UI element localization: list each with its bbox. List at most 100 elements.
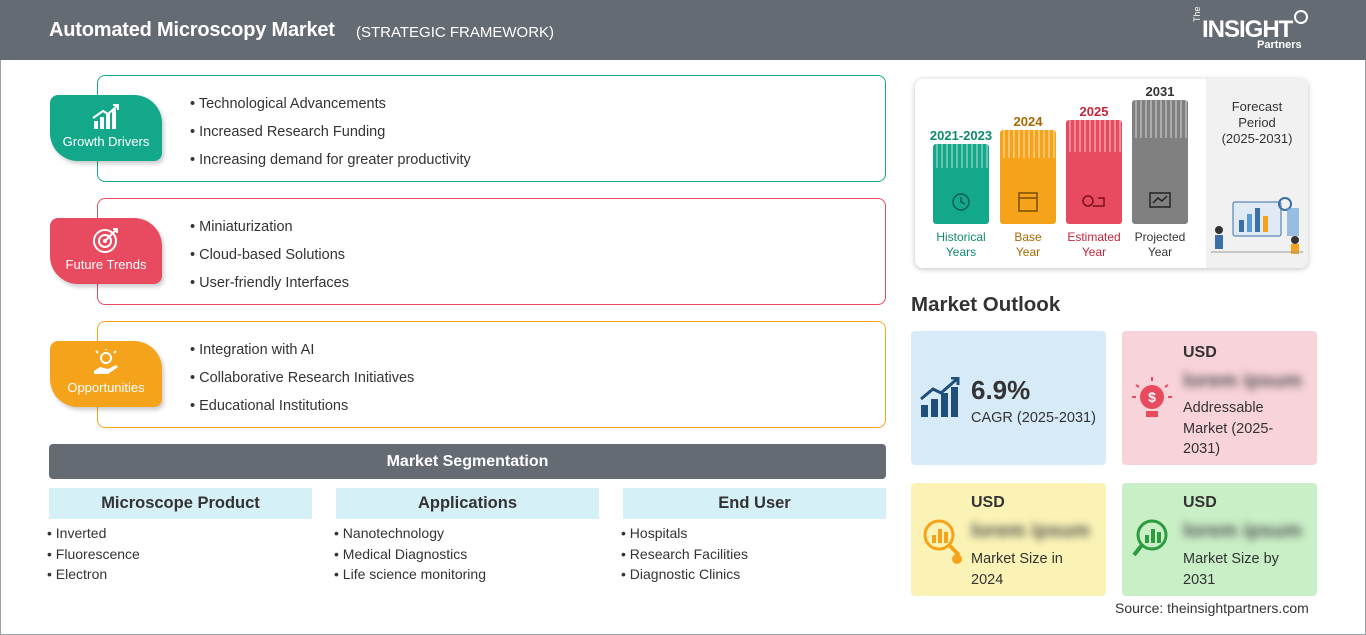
addressable-label: Addressable Market (2025- 2031): [1183, 398, 1273, 460]
growth-chart-icon: [92, 104, 119, 129]
list-item: Technological Advancements: [190, 96, 471, 124]
timeline-label-line: Historical: [936, 230, 986, 244]
segment-heading-applications: Applications: [336, 488, 599, 519]
list-item: Diagnostic Clinics: [621, 566, 748, 587]
list-item: Integration with AI: [190, 342, 414, 370]
timeline-label-line: Year: [1015, 245, 1041, 259]
timeline-bar-base: [1000, 130, 1056, 224]
segment-list-product: Inverted Fluorescence Electron: [47, 525, 140, 587]
size-2031-value: lorem ipsum: [1183, 520, 1302, 542]
timeline-year-base: 2024: [1013, 114, 1043, 129]
header-bar: Automated Microscopy Market (STRATEGIC F…: [0, 0, 1366, 60]
cagr-label: CAGR (2025-2031): [971, 410, 1096, 426]
timeline-label-line: Year: [1147, 245, 1173, 259]
future-trends-box: Miniaturization Cloud-based Solutions Us…: [97, 198, 886, 305]
timeline-label-line: Base: [1014, 230, 1042, 244]
list-item: Life science monitoring: [334, 566, 486, 587]
growth-chart-icon: [920, 377, 960, 417]
money-bulb-icon: $: [1132, 377, 1172, 417]
list-item: Miniaturization: [190, 219, 349, 247]
cagr-value: 6.9%: [971, 375, 1031, 405]
label-line: 2031): [1183, 441, 1221, 457]
list-item: Nanotechnology: [334, 525, 486, 546]
size-2024-label: Market Size in 2024: [971, 549, 1063, 590]
analytics-illustration-icon: [1211, 197, 1303, 254]
list-item: Fluorescence: [47, 546, 140, 567]
growth-drivers-label: Growth Drivers: [62, 134, 150, 149]
market-size-2024-card: USD lorem ipsum Market Size in 2024: [911, 483, 1106, 596]
list-item: Electron: [47, 566, 140, 587]
segment-heading-end-user: End User: [623, 488, 886, 519]
list-item: Collaborative Research Initiatives: [190, 370, 414, 398]
segment-list-applications: Nanotechnology Medical Diagnostics Life …: [334, 525, 486, 587]
list-item: Educational Institutions: [190, 398, 414, 426]
future-trends-tab: Future Trends: [50, 218, 162, 284]
timeline-label-historical: Historical Years: [923, 230, 999, 260]
timeline-label-base: Base Year: [990, 230, 1066, 260]
growth-drivers-list: Technological Advancements Increased Res…: [190, 96, 471, 180]
size-2024-usd: USD: [971, 494, 1005, 511]
timeline-bar-estimated: [1066, 120, 1122, 224]
size-2024-value: lorem ipsum: [971, 520, 1090, 542]
opportunities-label: Opportunities: [67, 380, 145, 395]
source-note: Source: theinsightpartners.com: [1115, 600, 1309, 616]
size-2031-label: Market Size by 2031: [1183, 549, 1279, 590]
list-item: User-friendly Interfaces: [190, 275, 349, 303]
opportunities-list: Integration with AI Collaborative Resear…: [190, 342, 414, 426]
logo-the: The: [1192, 6, 1202, 22]
label-line: 2031: [1183, 571, 1216, 588]
timeline-label-estimated: Estimated Year: [1056, 230, 1132, 260]
timeline-year-estimated: 2025: [1079, 104, 1109, 119]
logo-insight: INSIGHT: [1202, 16, 1293, 43]
segmentation-title: Market Segmentation: [49, 444, 886, 479]
market-forecast-magnifier-icon: [1132, 519, 1168, 557]
label-line: Market (2025-: [1183, 420, 1274, 437]
market-size-magnifier-icon: [923, 519, 962, 564]
segment-list-end-user: Hospitals Research Facilities Diagnostic…: [621, 525, 748, 587]
addressable-value: lorem ipsum: [1183, 370, 1302, 392]
timeline-label-line: Estimated: [1067, 230, 1121, 244]
timeline-card: 2021-2023 Historical Years 2024 Base Yea…: [915, 79, 1308, 268]
list-item: Increasing demand for greater productivi…: [190, 152, 471, 180]
label-line: Market Size by: [1183, 551, 1279, 567]
addressable-usd: USD: [1183, 344, 1217, 361]
cagr-card: 6.9% CAGR (2025-2031): [911, 331, 1106, 465]
growth-drivers-tab: Growth Drivers: [50, 95, 162, 161]
timeline-label-projected: Projected Year: [1122, 230, 1198, 260]
lightbulb-hand-icon: [94, 349, 118, 374]
forecast-line: Period: [1238, 115, 1276, 130]
forecast-text: Forecast Period (2025-2031): [1206, 99, 1308, 147]
size-2031-usd: USD: [1183, 494, 1217, 511]
forecast-panel: Forecast Period (2025-2031): [1206, 79, 1308, 268]
market-outlook-title: Market Outlook: [911, 293, 1061, 316]
list-item: Medical Diagnostics: [334, 546, 486, 567]
list-item: Cloud-based Solutions: [190, 247, 349, 275]
page-subtitle: (STRATEGIC FRAMEWORK): [356, 24, 555, 41]
brand-logo: The INSIGHT Partners: [1192, 6, 1312, 52]
segment-heading-product: Microscope Product: [49, 488, 312, 519]
opportunities-tab: Opportunities: [50, 341, 162, 407]
svg-text:$: $: [1148, 389, 1156, 405]
timeline-year-projected: 2031: [1145, 84, 1175, 99]
list-item: Inverted: [47, 525, 140, 546]
future-trends-label: Future Trends: [65, 257, 147, 272]
timeline-label-line: Years: [945, 245, 977, 259]
forecast-line: Forecast: [1231, 99, 1283, 114]
forecast-line: (2025-2031): [1221, 131, 1293, 146]
opportunities-box: Integration with AI Collaborative Resear…: [97, 321, 886, 428]
logo-partners: Partners: [1257, 39, 1302, 51]
addressable-market-card: USD lorem ipsum Addressable Market (2025…: [1122, 331, 1317, 465]
label-line: Market Size in: [971, 551, 1063, 567]
timeline-label-line: Year: [1081, 245, 1107, 259]
label-line: 2024: [971, 571, 1004, 588]
label-line: Addressable: [1183, 400, 1264, 416]
target-icon: [93, 228, 118, 253]
timeline-year-historical: 2021-2023: [929, 128, 993, 143]
timeline-label-line: Projected: [1134, 230, 1186, 244]
market-size-2031-card: USD lorem ipsum Market Size by 2031: [1122, 483, 1317, 596]
timeline-bar-projected: [1132, 100, 1188, 224]
page-title: Automated Microscopy Market: [49, 19, 335, 41]
growth-drivers-box: Technological Advancements Increased Res…: [97, 75, 886, 182]
list-item: Hospitals: [621, 525, 748, 546]
timeline-bar-historical: [933, 144, 989, 224]
